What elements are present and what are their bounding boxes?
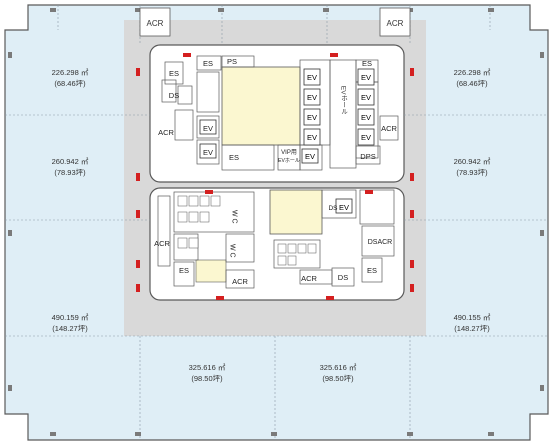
lower-hall <box>269 189 323 235</box>
ev-label: EV <box>361 73 371 82</box>
svg-text:DPS: DPS <box>360 152 375 161</box>
top-acr-left: ACR <box>139 7 171 37</box>
zone-s2-area: 325.616 ㎡ <box>320 363 357 372</box>
grid-lines <box>5 5 548 440</box>
acr-label: ACR <box>387 19 404 28</box>
upper-core-rooms <box>161 55 399 171</box>
zone-nw-area: 226.298 ㎡ <box>52 68 89 77</box>
wc-label-2: W C <box>229 244 236 258</box>
ev-label: EV <box>203 148 213 157</box>
ev-label: EV <box>307 93 317 102</box>
wc-stalls <box>177 195 317 266</box>
ev-label: EV <box>307 133 317 142</box>
door-marks <box>136 53 414 300</box>
zone-se-area: 490.155 ㎡ <box>454 313 491 322</box>
svg-text:EVホール: EVホール <box>278 158 300 164</box>
top-acr-right: ACR <box>379 7 411 37</box>
zone-s1-area: 325.616 ㎡ <box>189 363 226 372</box>
ev-label: EV <box>307 113 317 122</box>
zone-s2-tsubo: (98.50坪) <box>322 374 354 383</box>
ev-label: EV <box>203 124 213 133</box>
zone-w-tsubo: (78.93坪) <box>54 168 86 177</box>
svg-text:DS: DS <box>169 91 179 100</box>
zone-sw-tsubo: (148.27坪) <box>52 324 88 333</box>
ev-label: EV <box>361 93 371 102</box>
ev-cars-bank: EV EV EV EV EV EV EV EV EV <box>301 68 375 164</box>
svg-text:DS: DS <box>328 205 338 212</box>
svg-text:ES: ES <box>362 59 372 68</box>
zone-se-tsubo: (148.27坪) <box>454 324 490 333</box>
zone-w-area: 260.942 ㎡ <box>52 157 89 166</box>
ev-hall-label: EVホール <box>340 86 348 114</box>
upper-core-labels: ES ES PS DS ACR ES ES ACR DPS VIP用 EVホール <box>158 57 397 164</box>
lower-core-rooms <box>157 189 395 289</box>
ev-car-lower: EV <box>335 198 353 214</box>
lower-core-labels: ACR ES ACR ACR DS ES DSACR DS <box>154 205 392 286</box>
svg-text:ES: ES <box>203 59 213 68</box>
wc-label-1: W C <box>231 210 238 224</box>
svg-text:ACR: ACR <box>154 239 170 248</box>
svg-text:DSACR: DSACR <box>368 239 393 246</box>
svg-text:ES: ES <box>367 266 377 275</box>
zone-e-tsubo: (78.93坪) <box>456 168 488 177</box>
svg-text:ACR: ACR <box>301 274 317 283</box>
acr-label: ACR <box>147 19 164 28</box>
svg-text:ES: ES <box>229 153 239 162</box>
wc-hall <box>195 259 227 283</box>
ev-label: EV <box>305 152 315 161</box>
ev-label: EV <box>361 113 371 122</box>
zone-nw-tsubo: (68.46坪) <box>54 79 86 88</box>
zone-s1-tsubo: (98.50坪) <box>191 374 223 383</box>
svg-text:DS: DS <box>338 273 348 282</box>
zone-ne-tsubo: (68.46坪) <box>456 79 488 88</box>
ev-label: EV <box>361 133 371 142</box>
svg-text:PS: PS <box>227 57 237 66</box>
zone-ne-area: 226.298 ㎡ <box>454 68 491 77</box>
ev-cars-upper-left: EV EV <box>199 119 217 159</box>
svg-text:ACR: ACR <box>232 277 248 286</box>
zone-e-area: 260.942 ㎡ <box>454 157 491 166</box>
ev-label: EV <box>339 203 349 212</box>
ev-hall <box>221 66 301 146</box>
svg-text:ES: ES <box>169 69 179 78</box>
zone-sw-area: 490.159 ㎡ <box>52 313 89 322</box>
svg-text:ES: ES <box>179 266 189 275</box>
svg-text:VIP用: VIP用 <box>281 149 297 156</box>
zone-labels: 226.298 ㎡ (68.46坪) 226.298 ㎡ (68.46坪) 26… <box>52 68 491 383</box>
svg-text:ACR: ACR <box>158 128 174 137</box>
svg-text:ACR: ACR <box>381 124 397 133</box>
ev-label: EV <box>307 73 317 82</box>
